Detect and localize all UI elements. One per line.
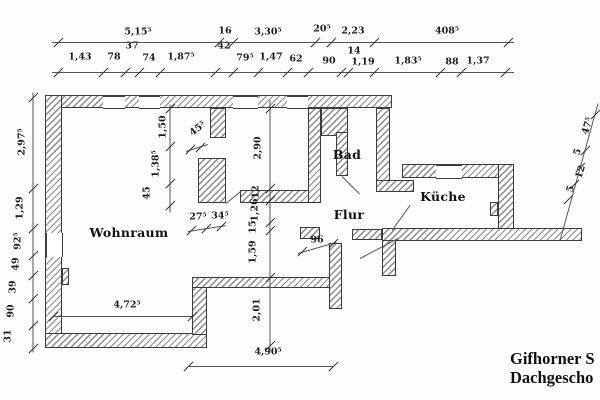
dimension-line [269, 100, 271, 353]
dimension-label: 34⁵ [211, 210, 229, 222]
wall-midroom-right [308, 108, 321, 203]
dimension-label: 408⁵ [435, 25, 459, 37]
dimension-label: 16 [218, 25, 232, 37]
wall-left-pier [62, 268, 69, 285]
wall-kueche-notch [490, 202, 498, 216]
dimension-label: 2,97⁵ [16, 128, 28, 156]
title-block: Gifhorner S Dachgescho [510, 349, 595, 388]
dimension-label: 45⁵ [187, 119, 209, 139]
dimension-tick [28, 250, 39, 261]
dimension-label: 78 [107, 51, 121, 63]
dimension-label: 1,26 [249, 198, 261, 222]
dimension-label: 4,72⁵ [113, 299, 141, 311]
wall-bad-corner-block [321, 108, 348, 136]
dimension-line [52, 72, 514, 73]
dimension-line [391, 205, 411, 231]
wall-flur-bottom [192, 277, 335, 288]
window-opening [139, 96, 160, 109]
dimension-tick [165, 141, 176, 152]
dimension-label: 1,19 [351, 56, 375, 68]
dimension-label: 1,43 [68, 51, 92, 63]
wall-bad-left [336, 132, 348, 176]
dimension-label: 1,38⁵ [150, 150, 162, 178]
dimension-tick [28, 223, 39, 234]
dimension-line [341, 176, 361, 195]
dimension-label: 42 [217, 40, 231, 52]
wall-midroom-left-block [198, 158, 226, 203]
dimension-line [188, 366, 333, 367]
window-opening [436, 165, 462, 179]
dimension-tick [28, 320, 39, 331]
window-opening [233, 96, 258, 109]
dimension-line [52, 42, 514, 43]
dimension-label: 12 [250, 185, 262, 199]
dimension-tick [28, 343, 39, 354]
dimension-tick [28, 183, 39, 194]
dimension-label: 1,87⁵ [167, 51, 195, 63]
wall-wohnraum-bottom [45, 333, 207, 348]
dimension-label: 39 [7, 280, 19, 294]
room-label-kueche: Küche [420, 188, 466, 204]
dimension-tick [165, 200, 176, 211]
title-line-1: Gifhorner S [510, 349, 595, 368]
dimension-label: 2,90 [252, 136, 264, 160]
wall-top [45, 95, 392, 108]
dimension-line [53, 316, 192, 317]
dimension-label: 20⁵ [313, 23, 331, 35]
wall-bad-kueche-connector [376, 180, 414, 192]
dimension-label: 4,90⁵ [254, 346, 282, 358]
dimension-label: 1,83⁵ [394, 55, 422, 67]
dimension-label: 79⁵ [236, 52, 254, 64]
window-opening [287, 96, 308, 109]
dimension-tick [563, 194, 574, 205]
dimension-label: 92⁵ [12, 232, 24, 250]
dimension-label: 90 [322, 55, 336, 67]
dimension-label: 15 [247, 220, 259, 234]
dimension-tick [165, 178, 176, 189]
dimension-label: 3,30⁵ [254, 26, 282, 38]
window-opening [103, 96, 125, 109]
wall-kueche-bottom [382, 228, 582, 241]
dimension-line [32, 92, 34, 353]
dimension-tick [28, 92, 39, 103]
room-label-bad: Bad [332, 146, 362, 162]
wall-door96-right [352, 229, 382, 240]
window-opening [46, 233, 63, 257]
room-label-wohnraum: Wohnraum [89, 224, 169, 240]
dimension-label: 45 [141, 186, 153, 200]
dimension-label: 31 [2, 329, 14, 343]
dimension-label: 5,15⁵ [124, 26, 152, 38]
dimension-line [559, 103, 599, 241]
dimension-tick [28, 293, 39, 304]
wall-door96-left [300, 227, 320, 239]
dimension-label: 1,37 [466, 55, 490, 67]
dimension-label: 1,47 [259, 51, 283, 63]
wall-flur-right [329, 243, 342, 309]
dimension-line [169, 104, 171, 213]
title-line-2: Dachgescho [510, 367, 594, 387]
dimension-label: 2,01 [251, 298, 263, 322]
wall-left [45, 95, 62, 348]
dimension-tick [28, 270, 39, 281]
dimension-label: 96 [310, 234, 324, 246]
wall-bad-right [376, 108, 390, 186]
dimension-label: 49 [10, 257, 22, 271]
dimension-label: 1,50 [157, 115, 169, 139]
wall-midroom-left-upper [210, 108, 226, 138]
dimension-label: 37 [125, 40, 139, 52]
dimension-label: 88 [445, 56, 459, 68]
dimension-label: 2,23 [341, 25, 365, 37]
dimension-label: 14 [347, 45, 361, 57]
dimension-label: 62 [289, 53, 303, 65]
dimension-label: 27⁵ [189, 211, 207, 223]
room-label-flur: Flur [333, 206, 365, 222]
dimension-label: 1,29 [14, 196, 26, 220]
dimension-label: 74 [142, 52, 156, 64]
dimension-tick [265, 225, 276, 236]
dimension-label: 1,59 [247, 240, 259, 264]
dimension-label: 90 [5, 304, 17, 318]
